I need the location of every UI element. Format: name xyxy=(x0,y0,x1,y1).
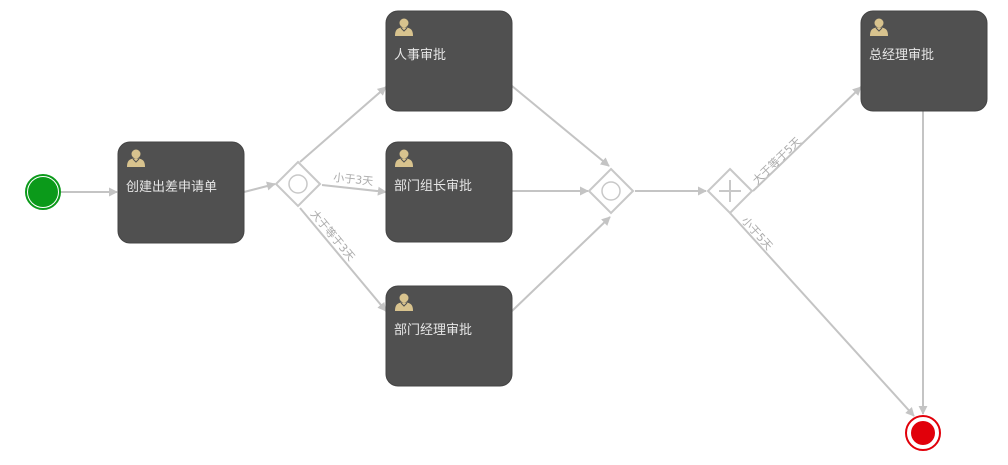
condition-label-less-than-3: 小于3天 xyxy=(333,171,374,188)
condition-label-at-least-3: 大于等于3天 xyxy=(308,207,359,263)
inclusive-marker-icon xyxy=(601,181,621,201)
flow-split-to-dept-manager[interactable] xyxy=(299,207,387,312)
task-create-request[interactable]: 创建出差申请单 xyxy=(117,141,245,244)
flow-split-to-team-lead[interactable] xyxy=(321,184,387,196)
inclusive-marker-icon xyxy=(288,174,308,194)
flow-decision-to-gm[interactable] xyxy=(752,86,862,192)
end-event[interactable] xyxy=(905,415,941,451)
flow-create-to-split[interactable] xyxy=(243,181,276,193)
task-team-lead-approval[interactable]: 部门组长审批 xyxy=(385,141,513,243)
condition-label-at-least-5: 大于等于5天 xyxy=(749,134,803,187)
plus-marker-icon xyxy=(719,180,741,202)
task-label-dept-manager-approval: 部门经理审批 xyxy=(394,323,472,338)
flow-hr-to-join[interactable] xyxy=(511,85,610,167)
start-event[interactable] xyxy=(25,174,61,210)
task-label-hr-approval: 人事审批 xyxy=(394,48,446,63)
task-label-create-request: 创建出差申请单 xyxy=(126,180,217,195)
task-dept-manager-approval[interactable]: 部门经理审批 xyxy=(385,285,513,387)
flow-dept-manager-to-join[interactable] xyxy=(511,216,611,312)
task-label-team-lead-approval: 部门组长审批 xyxy=(394,179,472,194)
task-gm-approval[interactable]: 总经理审批 xyxy=(860,10,988,112)
task-label-gm-approval: 总经理审批 xyxy=(869,48,934,63)
gateway-split-inclusive[interactable] xyxy=(274,160,322,208)
task-hr-approval[interactable]: 人事审批 xyxy=(385,10,513,112)
condition-label-less-than-5: 小于5天 xyxy=(739,214,775,252)
flow-decision-to-end[interactable] xyxy=(729,212,915,417)
flow-split-to-hr[interactable] xyxy=(299,86,387,163)
gateway-join-inclusive[interactable] xyxy=(587,167,635,215)
gateway-decision-parallel[interactable] xyxy=(706,167,754,215)
sequence-flows xyxy=(61,85,928,417)
